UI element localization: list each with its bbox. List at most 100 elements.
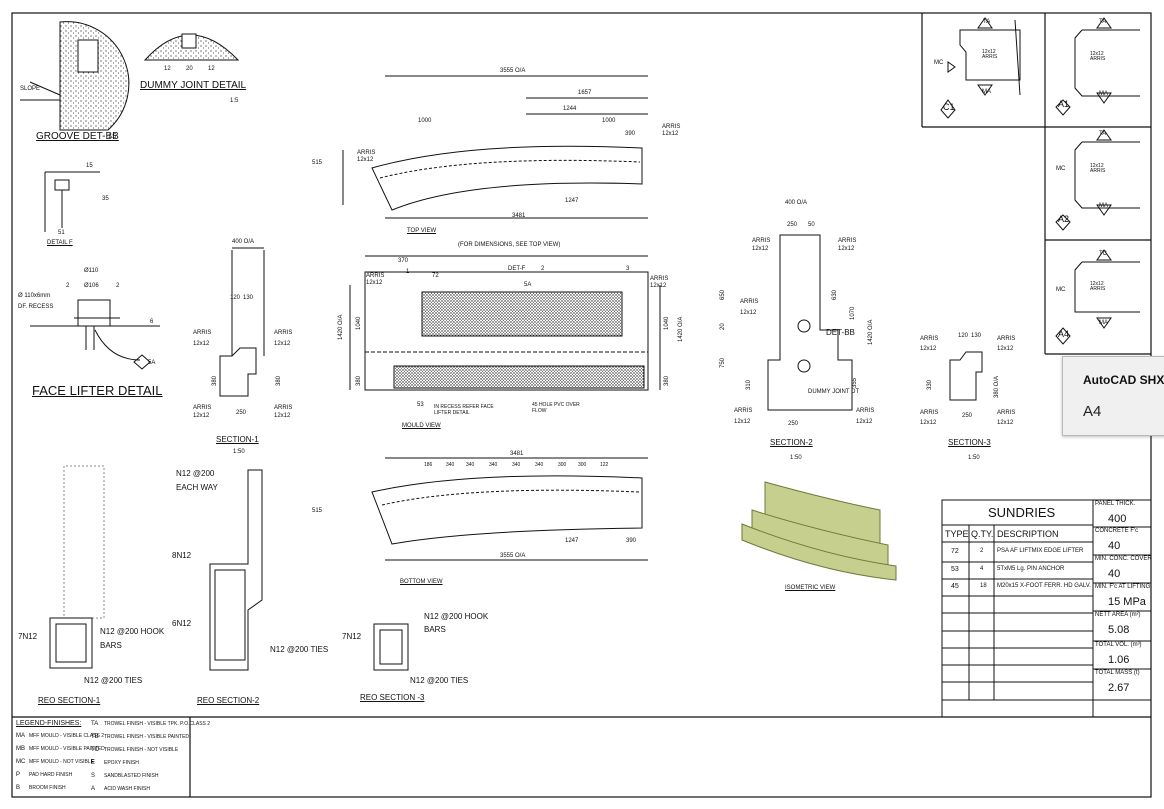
top-1657-dim: 1657 (578, 90, 592, 96)
tag-5a-face: 5A (148, 360, 156, 366)
font-substitution-popup[interactable]: AutoCAD SHX A4 (1062, 356, 1164, 436)
corner-bottom-finish: MA (1099, 320, 1108, 326)
bottom-515-dim: 515 (312, 508, 323, 514)
section-3-title: SECTION-3 (948, 438, 991, 447)
legend-code: MC (16, 759, 26, 765)
see-top-view-note: (FOR DIMENSIONS, SEE TOP VIEW) (458, 242, 561, 248)
top-arris-size-right: 12x12 (662, 131, 679, 137)
fl-110-dim: Ø110 (84, 268, 99, 274)
spec-label: MIN. CONC. COVER (1095, 556, 1152, 562)
s3-330-dim: 330 (927, 379, 933, 390)
spec-value: 40 (1108, 568, 1121, 580)
reo1-7n12: 7N12 (18, 632, 38, 641)
s3-arris-size: 12x12 (920, 346, 937, 352)
spec-value: 5.08 (1108, 624, 1130, 636)
bottom-spacing-dim: 340 (535, 462, 544, 468)
s3-250-dim: 250 (962, 413, 973, 419)
reo-section-1-title: REO SECTION-1 (38, 696, 101, 705)
top-3481-dim: 3481 (512, 213, 526, 219)
fl-2b-dim: 2 (116, 283, 120, 289)
corner-detail-a2 (1055, 129, 1140, 231)
groove-detail-title: GROOVE DET-BB (36, 131, 119, 142)
face-lifter-title: FACE LIFTER DETAIL (32, 383, 163, 398)
s2-1420-dim: 1420 O/A (868, 319, 874, 345)
s2-20-dim: 20 (720, 323, 726, 330)
corner-tag: A1 (1058, 99, 1070, 109)
fl-recess-size: Ø 110x6mm (18, 293, 51, 299)
dummy-joint-title: DUMMY JOINT DETAIL (140, 80, 247, 91)
spec-value: 400 (1108, 513, 1127, 525)
mould-370-dim: 370 (398, 258, 409, 264)
dj-12b-dim: 12 (208, 66, 215, 72)
sundries-type: 72 (951, 548, 959, 555)
sundries-qty: 4 (980, 565, 984, 572)
spec-label: TOTAL VOL. (m³) (1095, 642, 1142, 648)
section-tag-3: 3 (626, 266, 630, 272)
mould-1040-dim: 1040 (356, 316, 362, 330)
mould-380b-dim: 380 (664, 375, 670, 386)
s1-120-dim: 120 (230, 295, 241, 301)
corner-detail-a1 (1055, 17, 1140, 116)
corner-tag: C1 (943, 102, 955, 112)
spec-value: 40 (1108, 540, 1121, 552)
reo-section-2-title: REO SECTION-2 (197, 696, 260, 705)
section-2-scale: 1:50 (790, 455, 802, 461)
sundries-desc: 5TxM5 Lg. PIN ANCHOR (997, 565, 1065, 572)
legend-text: MFF MOULD - NOT VISIBLE (29, 759, 94, 765)
s1-400-dim: 400 O/A (232, 239, 255, 245)
mould-1420-dim: 1420 O/A (338, 314, 344, 340)
legend-text: TROWEL FINISH - VISIBLE PAINTED (104, 734, 190, 740)
spec-label: NETT AREA (m²) (1095, 612, 1141, 618)
s1-130-dim: 130 (243, 295, 254, 301)
section-1-scale: 1:50 (233, 449, 245, 455)
section-3-drawing (949, 351, 983, 401)
detf-15-dim: 15 (86, 163, 93, 169)
corner-left-finish: MC (1056, 287, 1066, 293)
s2-arris-size-mid: 12x12 (740, 310, 757, 316)
reo3-hook: N12 @200 HOOK (424, 612, 489, 621)
section-3-scale: 1:50 (968, 455, 980, 461)
s2-arris-note-br: ARRIS (856, 408, 875, 414)
legend-text: TROWEL FINISH - VISIBLE TPK. P.O.CLASS 2 (104, 721, 211, 727)
s3-arris-note-right: ARRIS (997, 336, 1016, 342)
dummy-joint-drawing (143, 33, 240, 61)
reo-section-1-drawing (49, 465, 105, 669)
s1-arris-note-right: ARRIS (274, 330, 293, 336)
s2-650-dim: 650 (720, 289, 726, 300)
bottom-view-title: BOTTOM VIEW (400, 579, 443, 585)
sundries-type: 45 (951, 583, 959, 590)
fl-6-dim: 6 (150, 319, 154, 325)
reo3-bars: BARS (424, 625, 446, 634)
recess-note: IN RECESS REFER FACE LIFTER DETAIL (434, 404, 494, 416)
s1-arris-size-bl: 12x12 (193, 413, 210, 419)
sundries-col-qty: Q.TY. (971, 529, 994, 539)
corner-arris-note: 12x12 ARRIS (1090, 163, 1106, 174)
s2-arris-size: 12x12 (752, 246, 769, 252)
corner-bottom-finish: MA (982, 89, 991, 95)
top-arris-note: ARRIS (357, 150, 376, 156)
legend-code: S (91, 773, 96, 779)
legend-text: MFF MOULD - VISIBLE PAINTED (29, 746, 105, 752)
bottom-spacing-dim: 340 (466, 462, 475, 468)
hole-note: 45 HOLE PVC OVER FLOW (532, 402, 580, 414)
reo2-8n12: 8N12 (172, 551, 192, 560)
s1-arris-note: ARRIS (193, 330, 212, 336)
s2-arris-size-br: 12x12 (856, 419, 873, 425)
section-1-title: SECTION-1 (216, 435, 259, 444)
reo3-7n12: 7N12 (342, 632, 362, 641)
section-tag-1: 1 (406, 269, 410, 275)
spec-value: 15 MPa (1108, 596, 1146, 608)
isometric-view-title: ISOMETRIC VIEW (785, 585, 836, 591)
bottom-1247-dim: 1247 (565, 538, 579, 544)
s2-arris-size-right: 12x12 (838, 246, 855, 252)
mould-arris-note-right: ARRIS (650, 276, 669, 282)
top-view-drawing (342, 75, 648, 219)
tag-53: 53 (417, 402, 424, 408)
tag-72: 72 (432, 273, 439, 279)
s3-130-dim: 130 (971, 333, 982, 339)
reo-section-3-drawing (373, 623, 409, 671)
legend-code: MB (16, 746, 25, 752)
corner-arris-note: 12x12 ARRIS (1090, 281, 1106, 292)
spec-value: 1.06 (1108, 654, 1130, 666)
legend-text: EPOXY FINISH (104, 760, 139, 766)
